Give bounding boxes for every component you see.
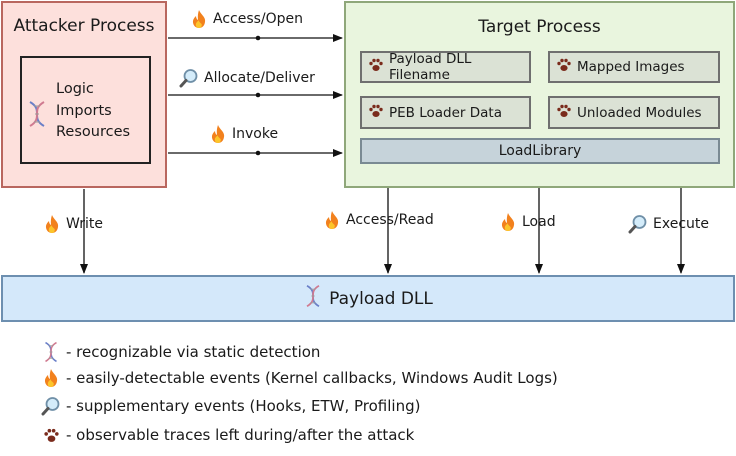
label-text: Access/Read [346, 212, 434, 228]
legend-text: - easily-detectable events (Kernel callb… [66, 369, 558, 387]
target-process-box: Target Process Payload DLL Filename Mapp… [344, 1, 735, 188]
legend-item-supplementary: - supplementary events (Hooks, ETW, Prof… [40, 396, 420, 416]
label-access-read: Access/Read [323, 210, 434, 230]
label-text: Load [522, 214, 556, 230]
chip-unloaded-modules: Unloaded Modules [548, 96, 720, 129]
fire-icon [499, 212, 517, 232]
chip-label: PEB Loader Data [389, 104, 502, 121]
payload-dll-label: Payload DLL [329, 288, 433, 309]
paw-icon [556, 103, 572, 123]
paw-icon [368, 57, 384, 77]
label-text: Access/Open [213, 11, 304, 27]
target-process-title: Target Process [478, 17, 601, 37]
label-write: Write [43, 214, 103, 234]
fire-icon [43, 214, 61, 234]
dna-icon [26, 100, 48, 132]
fire-icon [190, 9, 208, 29]
chip-mapped-images: Mapped Images [548, 51, 720, 83]
label-execute: Execute [628, 214, 709, 234]
chip-label: Payload DLL Filename [389, 51, 472, 83]
label-text: Execute [653, 216, 709, 232]
loadlibrary-bar: LoadLibrary [360, 138, 720, 164]
dna-icon [303, 284, 323, 313]
dna-icon [40, 341, 62, 363]
attacker-line-resources: Resources [56, 124, 131, 140]
chip-label: Mapped Images [577, 59, 685, 75]
attacker-line-logic: Logic [56, 81, 94, 97]
label-text: Allocate/Deliver [204, 70, 315, 86]
paw-icon [556, 57, 572, 77]
fire-icon [209, 124, 227, 144]
attacker-internals-box: Logic Imports Resources [20, 56, 151, 164]
magnifier-icon [628, 214, 648, 234]
attacker-process-title: Attacker Process [13, 16, 155, 36]
legend-text: - supplementary events (Hooks, ETW, Prof… [66, 397, 421, 415]
legend-text: - recognizable via static detection [66, 343, 321, 361]
label-access-open: Access/Open [190, 9, 303, 29]
payload-dll-box: Payload DLL [1, 275, 735, 322]
fire-icon [323, 210, 341, 230]
legend-text: - observable traces left during/after th… [66, 426, 415, 444]
legend-item-static: - recognizable via static detection [40, 341, 320, 363]
legend-item-traces: - observable traces left during/after th… [40, 426, 414, 444]
attacker-process-box: Attacker Process Logic Imports Resources [1, 1, 167, 188]
fire-icon [40, 368, 62, 388]
label-allocate-deliver: Allocate/Deliver [179, 68, 315, 88]
magnifier-icon [179, 68, 199, 88]
chip-label: Unloaded Modules [577, 104, 702, 121]
label-text: Write [66, 216, 103, 232]
chip-payload-dll-filename: Payload DLL Filename [360, 51, 531, 83]
label-invoke: Invoke [209, 124, 278, 144]
attacker-line-imports: Imports [56, 102, 112, 119]
legend-item-detectable: - easily-detectable events (Kernel callb… [40, 368, 558, 388]
label-text: Invoke [232, 126, 279, 142]
magnifier-icon [40, 396, 62, 416]
paw-icon [40, 427, 62, 444]
chip-peb-loader-data: PEB Loader Data [360, 96, 531, 129]
paw-icon [368, 103, 384, 123]
label-load: Load [499, 212, 556, 232]
